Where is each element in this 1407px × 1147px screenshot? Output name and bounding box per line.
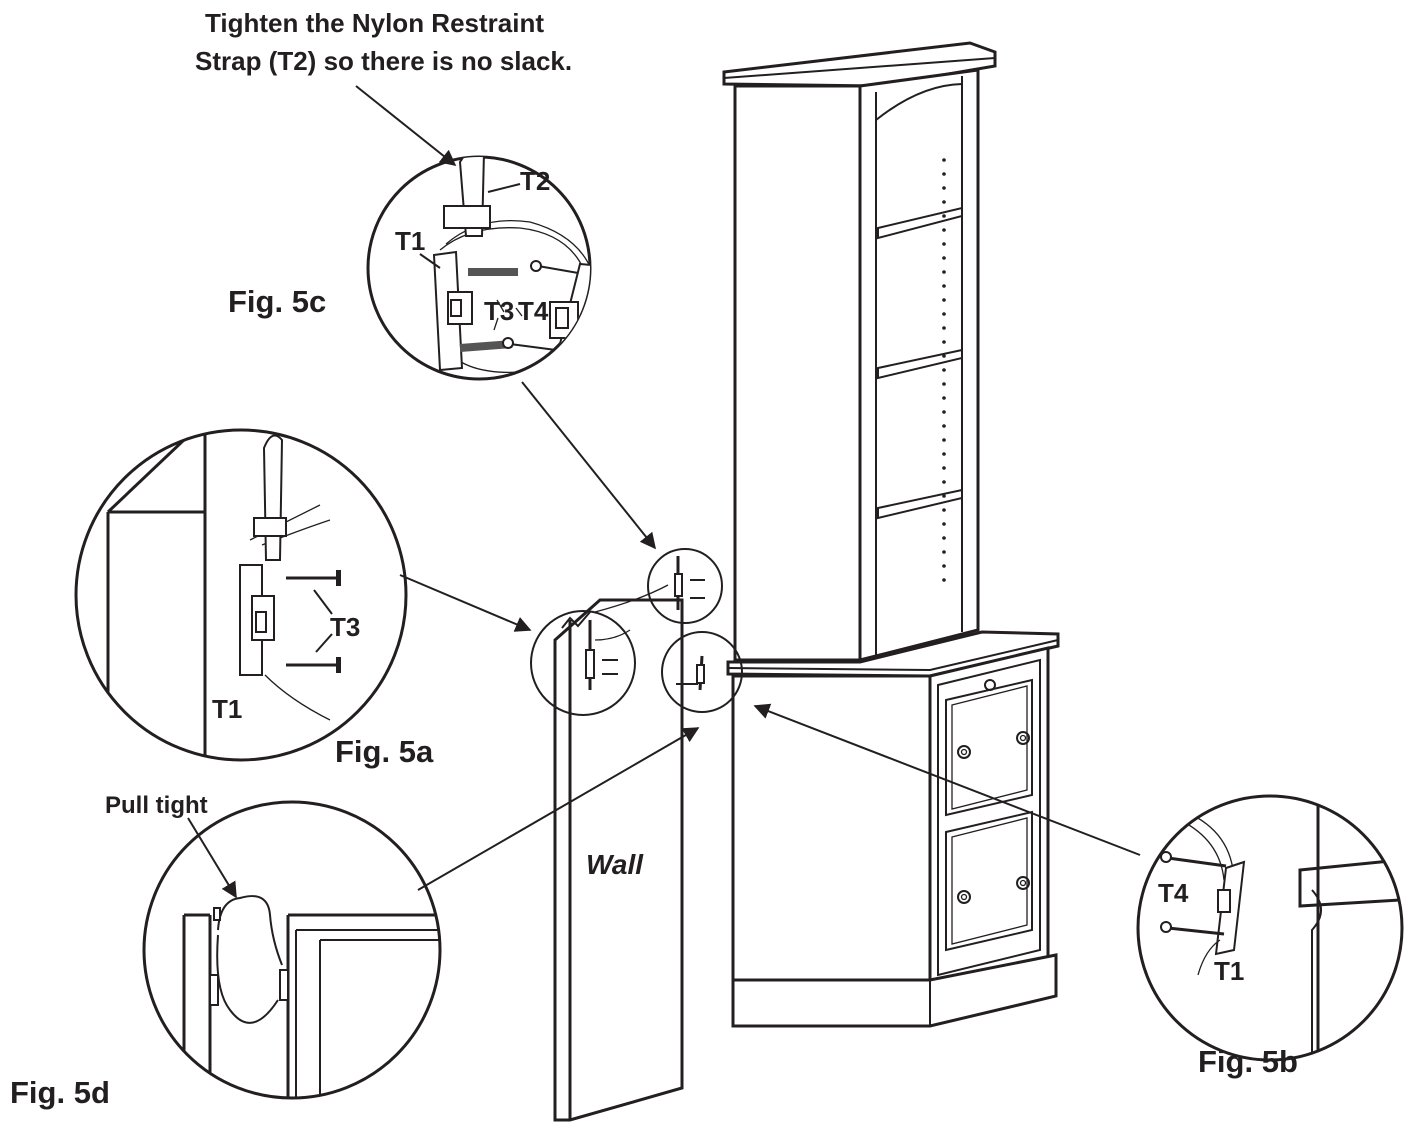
detail-circle-5b: T4 T1 xyxy=(1136,794,1404,1062)
shelf-pin-hole xyxy=(942,410,946,414)
label-t1: T1 xyxy=(395,226,425,256)
shelf-pin-hole xyxy=(942,578,946,582)
label-t3: T3 xyxy=(484,296,514,326)
figure-label-5b: Fig. 5b xyxy=(1198,1044,1298,1079)
drawer-knob xyxy=(1016,876,1030,890)
instruction-line-1: Tighten the Nylon Restraint xyxy=(205,8,544,38)
pull-tight-note: Pull tight xyxy=(105,792,208,819)
label-t2: T2 xyxy=(520,166,550,196)
shelf-pin-hole xyxy=(942,382,946,386)
shelf-pin-hole xyxy=(942,284,946,288)
shelf-pin-hole xyxy=(942,298,946,302)
detail-circle-5d xyxy=(142,800,442,1100)
shelf-pin-holes xyxy=(942,158,946,582)
drawer-knob xyxy=(1016,731,1030,745)
shelf-pin-hole xyxy=(942,396,946,400)
label-t1: T1 xyxy=(212,694,242,724)
shelf-pin-hole xyxy=(942,452,946,456)
shelf-pin-hole xyxy=(942,172,946,176)
label-t1: T1 xyxy=(1214,956,1244,986)
figure-label-5a: Fig. 5a xyxy=(335,734,434,769)
locator-circle-cabinet-bracket xyxy=(661,631,743,713)
label-t4: T4 xyxy=(1158,878,1189,908)
wall-label: Wall xyxy=(586,849,644,880)
detail-circle-5c: T2 T1 T3 T4 xyxy=(366,155,592,381)
shelf-pin-hole xyxy=(942,466,946,470)
shelf-pin-hole xyxy=(942,326,946,330)
shelf-pin-hole xyxy=(942,424,946,428)
label-t3: T3 xyxy=(330,612,360,642)
figure-label-5d: Fig. 5d xyxy=(10,1075,110,1110)
detail-circle-5a: T3 T1 xyxy=(74,428,408,762)
wall-panel xyxy=(553,598,684,1122)
shelf-pin-hole xyxy=(942,340,946,344)
shelf-pin-hole xyxy=(942,480,946,484)
shelf-pin-hole xyxy=(942,536,946,540)
locator-circle-top-bracket xyxy=(647,548,723,624)
shelf-pin-hole xyxy=(942,200,946,204)
shelf-pin-hole xyxy=(942,564,946,568)
instruction-line-2: Strap (T2) so there is no slack. xyxy=(195,46,572,76)
shelf-pin-hole xyxy=(942,214,946,218)
shelf-pin-hole xyxy=(942,186,946,190)
shelf-pin-hole xyxy=(942,256,946,260)
shelf-pin-hole xyxy=(942,550,946,554)
shelf-pin-hole xyxy=(942,438,946,442)
drawer-knob xyxy=(957,745,971,759)
shelf-pin-hole xyxy=(942,522,946,526)
corner-cabinet xyxy=(722,41,1060,1028)
figure-label-5c: Fig. 5c xyxy=(228,284,326,319)
label-t4: T4 xyxy=(518,296,549,326)
shelf-pin-hole xyxy=(942,354,946,358)
shelf-pin-hole xyxy=(942,270,946,274)
shelf-pin-hole xyxy=(942,228,946,232)
shelf-pin-hole xyxy=(942,312,946,316)
leader-arrows xyxy=(187,85,1141,899)
shelf-pin-hole xyxy=(942,494,946,498)
shelf-pin-hole xyxy=(942,368,946,372)
shelf-pin-hole xyxy=(942,158,946,162)
locator-circle-wall-bracket xyxy=(530,610,636,716)
drawer-knob xyxy=(957,890,971,904)
shelf-pin-hole xyxy=(942,242,946,246)
shelf-pin-hole xyxy=(942,508,946,512)
